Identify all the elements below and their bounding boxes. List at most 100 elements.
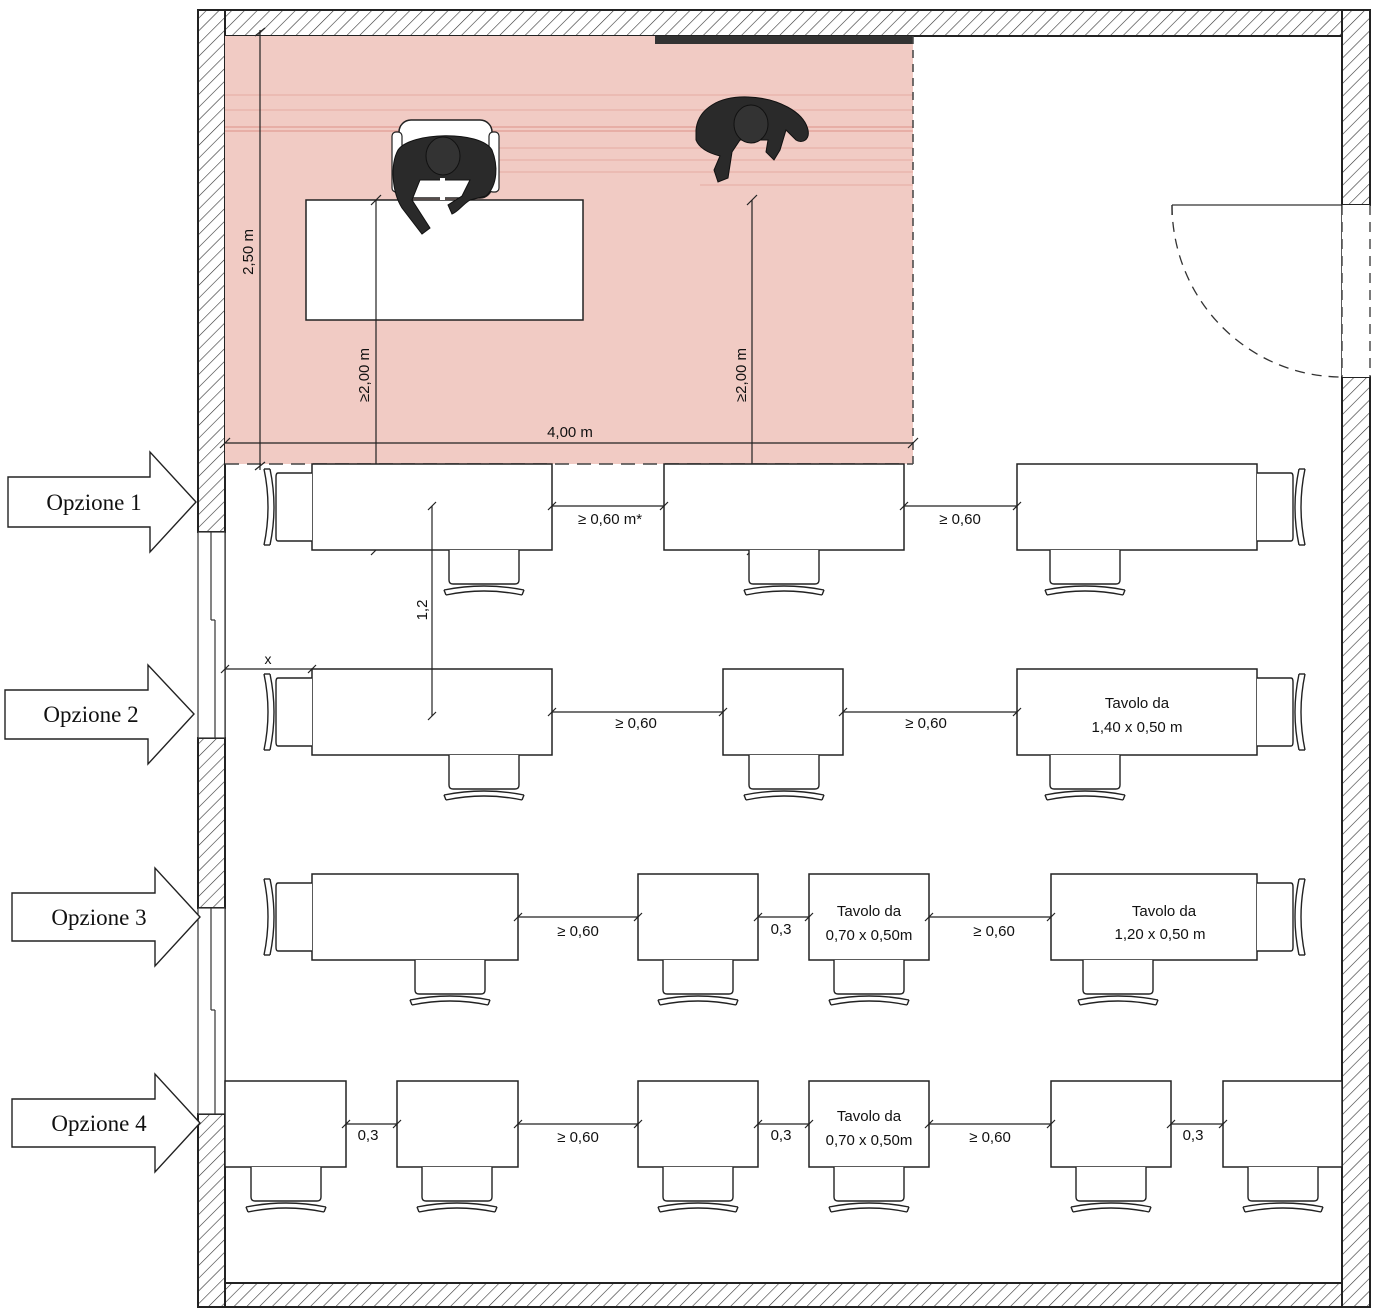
clearance-right-label: ≥2,00 m: [733, 348, 750, 402]
dim-r4-gap1: 0,3: [358, 1127, 379, 1144]
option-3-label: Opzione 3: [51, 905, 146, 930]
r3-chair-below-2: [657, 960, 739, 1006]
dim-r4-gap3: 0,3: [771, 1127, 792, 1144]
dim-line-r3-gap2: [753, 912, 814, 922]
table-label-r3-large-line2: 1,20 x 0,50 m: [1115, 926, 1206, 943]
r1-table-right: [1016, 463, 1258, 551]
door: [1171, 204, 1371, 378]
clearance-left-label: ≥2,00 m: [356, 348, 373, 402]
dim-line-r1-gap1: [547, 501, 669, 511]
dimension-lines: [220, 501, 1228, 1129]
dim-r4-gap2: ≥ 0,60: [557, 1129, 599, 1146]
dim-line-r2-gap1: [547, 707, 728, 717]
r2-table-right: [1016, 668, 1258, 756]
zone-width-label: 4,00 m: [547, 424, 593, 441]
r2-chair-below-1: [443, 755, 525, 801]
r4-chair-below-1: [245, 1167, 327, 1213]
seated-person-icon: [392, 135, 497, 235]
windows: [197, 531, 226, 1115]
table-label-r3-small-line1: Tavolo da: [837, 903, 902, 920]
r3-table-1: [311, 873, 519, 961]
wall-right-lower: [1341, 376, 1371, 1308]
table-label-r2-line2: 1,40 x 0,50 m: [1092, 719, 1183, 736]
r2-chair-below-2: [743, 755, 825, 801]
table-label-r3-small-line2: 0,70 x 0,50m: [826, 927, 913, 944]
r3-chair-right: [1257, 878, 1306, 956]
dim-line-r4-gap4: [924, 1119, 1056, 1129]
r4-table-2: [396, 1080, 519, 1168]
dim-line-wall-gap: [220, 664, 317, 674]
furniture-layout: [224, 463, 1343, 1213]
walls: [197, 9, 1371, 1308]
r3-chair-below-1: [409, 960, 491, 1006]
zone-height-dimension: [254, 27, 266, 471]
r4-chair-below-5: [1070, 1167, 1152, 1213]
wall-left-lower: [197, 1113, 226, 1308]
r4-chair-below-3: [657, 1167, 739, 1213]
r4-table-5: [1050, 1080, 1172, 1168]
r4-table-1: [224, 1080, 347, 1168]
r4-chair-below-2: [416, 1167, 498, 1213]
standing-person-icon: [695, 96, 809, 183]
option-2-arrow: Opzione 2: [4, 663, 195, 766]
r2-chair-right: [1257, 673, 1306, 751]
r3-chair-left: [263, 878, 312, 956]
r2-chair-left: [263, 673, 312, 751]
option-2-label: Opzione 2: [43, 702, 138, 727]
dim-line-r1-gap2: [899, 501, 1022, 511]
dim-r4-gap4: ≥ 0,60: [969, 1129, 1011, 1146]
r4-chair-below-4: [828, 1167, 910, 1213]
workstation-zone: 2,50 m 4,00 m ≥2,00 m ≥2,00 m: [219, 27, 919, 556]
r4-table-6: [1222, 1080, 1343, 1168]
r1-chair-left: [263, 468, 312, 546]
window-lower: [197, 907, 226, 1115]
r2-chair-below-3: [1044, 755, 1126, 801]
option-1-label: Opzione 1: [46, 490, 141, 515]
dim-r3-gap1: ≥ 0,60: [557, 923, 599, 940]
dim-r4-gap5: 0,3: [1183, 1127, 1204, 1144]
dim-r3-gap2: 0,3: [771, 921, 792, 938]
table-label-r2-line1: Tavolo da: [1105, 695, 1170, 712]
dim-line-r3-gap1: [513, 912, 643, 922]
dim-line-row-spacing: [427, 501, 437, 721]
dim-line-r4-gap3: [753, 1119, 814, 1129]
r1-chair-right: [1257, 468, 1306, 546]
dim-r1-gap1: ≥ 0,60 m*: [578, 511, 642, 528]
wall-left-upper: [197, 9, 226, 533]
dim-line-r2-gap2: [838, 707, 1022, 717]
r3-table-4: [1050, 873, 1258, 961]
r2-table-middle: [722, 668, 844, 756]
r3-chair-below-4: [1077, 960, 1159, 1006]
table-label-r4-small-line1: Tavolo da: [837, 1108, 902, 1125]
wall-right-upper: [1341, 9, 1371, 206]
dim-r3-gap3: ≥ 0,60: [973, 923, 1015, 940]
r3-table-3: [808, 873, 930, 961]
dim-r1-gap2: ≥ 0,60: [939, 511, 981, 528]
option-4-label: Opzione 4: [51, 1111, 147, 1136]
wall-left-middle: [197, 737, 226, 909]
door-swing-arc: [1171, 204, 1343, 378]
r4-table-3: [637, 1080, 759, 1168]
option-3-arrow: Opzione 3: [11, 866, 201, 968]
r3-table-2: [637, 873, 759, 961]
option-1-arrow: Opzione 1: [7, 450, 197, 554]
r3-chair-below-3: [828, 960, 910, 1006]
table-label-r4-small-line2: 0,70 x 0,50m: [826, 1132, 913, 1149]
r1-table-middle: [663, 463, 905, 551]
r4-chair-below-6: [1242, 1167, 1324, 1213]
option-arrows: Opzione 1 Opzione 2 Opzione 3 Opzione 4: [4, 450, 201, 1174]
dim-r2-gap2: ≥ 0,60: [905, 715, 947, 732]
dim-row-spacing: 1,2: [414, 600, 431, 621]
dim-wall-gap: x: [265, 651, 272, 667]
dim-line-r4-gap1: [341, 1119, 402, 1129]
table-label-r3-large-line1: Tavolo da: [1132, 903, 1197, 920]
wall-top: [197, 9, 1371, 37]
zone-height-label: 2,50 m: [240, 229, 257, 275]
wall-bottom: [197, 1282, 1371, 1308]
dim-r2-gap1: ≥ 0,60: [615, 715, 657, 732]
dim-line-r4-gap2: [513, 1119, 643, 1129]
r1-chair-below-1: [443, 550, 525, 596]
window-upper: [197, 531, 226, 739]
dim-line-r4-gap5: [1166, 1119, 1228, 1129]
